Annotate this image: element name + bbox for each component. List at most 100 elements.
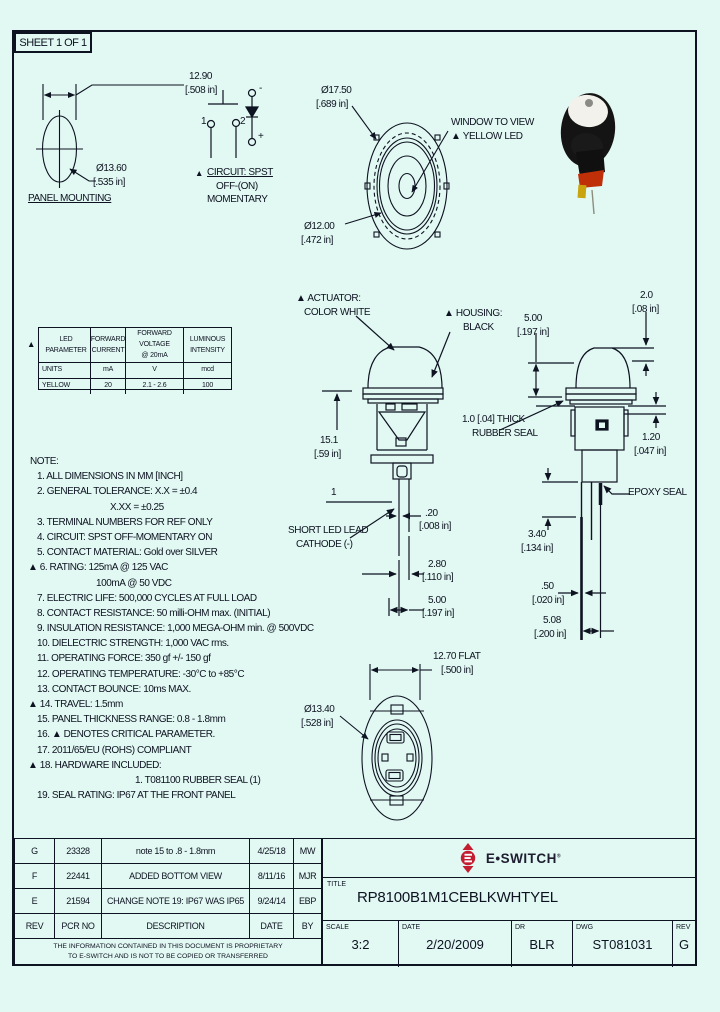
rubber-seal-label-1: 1.0 [.04] THICK bbox=[462, 414, 525, 425]
note-item: 10. DIELECTRIC STRENGTH: 1,000 VAC rms. bbox=[37, 638, 229, 650]
led-col-header-line: FORWARD VOLTAGE bbox=[137, 330, 172, 349]
note-item: ▲ 14. TRAVEL: 1.5mm bbox=[28, 699, 123, 710]
rev-letter: E bbox=[15, 889, 55, 913]
led-col-header: FORWARD VOLTAGE @ 20mA bbox=[126, 328, 184, 362]
plus-label: + bbox=[258, 131, 264, 142]
note-item: 9. INSULATION RESISTANCE: 1,000 MEGA-OHM… bbox=[37, 623, 314, 635]
rev-date: 8/11/16 bbox=[250, 864, 294, 888]
height-dim-mm: 15.1 bbox=[320, 435, 338, 446]
led-table-triangle-icon: ▲ bbox=[27, 339, 36, 349]
led-col-header: LED PARAMETER bbox=[39, 328, 91, 362]
led-cell: 20 bbox=[91, 378, 126, 394]
note-item: 100mA @ 50 VDC bbox=[96, 577, 172, 589]
led-cell: YELLOW bbox=[39, 378, 91, 394]
rev-pcr: 22441 bbox=[55, 864, 102, 888]
housing-label-1: ▲ HOUSING: bbox=[444, 308, 503, 319]
rev-header: BY bbox=[301, 921, 314, 931]
note-item: 1. T081100 RUBBER SEAL (1) bbox=[135, 774, 261, 786]
logo-row: E•SWITCH® bbox=[323, 839, 695, 878]
front-view-linework bbox=[322, 315, 451, 616]
side-view-linework bbox=[499, 312, 666, 640]
brand-text: E•SWITCH bbox=[485, 850, 557, 866]
drawn-by-cell: DR BLR bbox=[512, 921, 573, 967]
note-item: 19. SEAL RATING: IP67 AT THE FRONT PANEL bbox=[37, 790, 236, 802]
led-lead-w-in: [.020 in] bbox=[532, 595, 564, 606]
led-col-header-line: FORWARD bbox=[90, 335, 126, 343]
lead-span-in: [.197 in] bbox=[422, 608, 454, 619]
cathode-label-2: CATHODE (-) bbox=[296, 539, 353, 550]
rev-description: CHANGE NOTE 19: IP67 WAS IP65 bbox=[102, 889, 250, 913]
rev-value: G bbox=[678, 937, 690, 952]
revision-row: F 22441 ADDED BOTTOM VIEW 8/11/16 MJR bbox=[15, 864, 321, 889]
housing-label-2: BLACK bbox=[463, 322, 494, 333]
flat-dim-mm: 12.70 FLAT bbox=[433, 651, 481, 662]
cap-height-in: [.197 in] bbox=[517, 327, 549, 338]
note-item: 16. ▲ DENOTES CRITICAL PARAMETER. bbox=[37, 729, 215, 741]
rev-header: PCR NO bbox=[55, 914, 102, 938]
rev-pcr: 21594 bbox=[55, 889, 102, 913]
rev-label: REV bbox=[676, 924, 691, 931]
rev-header: DESCRIPTION bbox=[102, 914, 250, 938]
led-col-header-line: INTENSITY bbox=[190, 346, 225, 354]
circuit-caption-2: OFF-(ON) bbox=[216, 181, 258, 192]
cap-height-mm: 5.00 bbox=[524, 313, 542, 324]
revision-row: E 21594 CHANGE NOTE 19: IP67 WAS IP65 9/… bbox=[15, 889, 321, 914]
terminal-1-label: 1 bbox=[201, 116, 207, 127]
title-block: E•SWITCH® TITLE RP8100B1M1CEBLKWHTYEL SC… bbox=[322, 838, 695, 967]
critical-triangle-icon: ▲ bbox=[195, 168, 204, 178]
brand-name: E•SWITCH® bbox=[486, 851, 561, 866]
revision-table: G 23328 note 15 to .8 - 1.8mm 4/25/18 MW… bbox=[14, 838, 322, 966]
height-dim-in: [.59 in] bbox=[314, 449, 341, 460]
dr-label: DR bbox=[515, 924, 526, 931]
note-item: 12. OPERATING TEMPERATURE: -30°C to +85°… bbox=[37, 668, 245, 680]
circuit-linework bbox=[206, 88, 260, 158]
circuit-caption-3: MOMENTARY bbox=[207, 194, 268, 205]
note-item: ▲ 6. RATING: 125mA @ 125 VAC bbox=[28, 562, 168, 574]
note-item: 13. CONTACT BOUNCE: 10ms MAX. bbox=[37, 683, 191, 695]
note-item: 11. OPERATING FORCE: 350 gf +/- 150 gf bbox=[37, 653, 211, 665]
cap-step-mm: 2.0 bbox=[640, 290, 653, 301]
rev-pcr: 23328 bbox=[55, 839, 102, 863]
scale-value: 3:2 bbox=[351, 937, 370, 952]
lead-offset-mm: 5.08 bbox=[543, 615, 561, 626]
panel-mounting-linework bbox=[36, 84, 184, 188]
registered-mark: ® bbox=[556, 853, 562, 859]
cap-step-in: [.08 in] bbox=[632, 304, 659, 315]
lead-len-mm: 3.40 bbox=[528, 529, 546, 540]
led-col-header-line: LUMINOUS bbox=[189, 335, 226, 343]
actuator-label-2: COLOR WHITE bbox=[304, 307, 371, 318]
flat-dim-in: [.500 in] bbox=[441, 665, 473, 676]
scale-label: SCALE bbox=[326, 924, 349, 931]
rev-description: ADDED BOTTOM VIEW bbox=[102, 864, 250, 888]
rev-letter: G bbox=[15, 839, 55, 863]
panel-thk-mm: 1.20 bbox=[642, 432, 660, 443]
note-item: 7. ELECTRIC LIFE: 500,000 CYCLES AT FULL… bbox=[37, 592, 257, 604]
terminal-2-label: 2 bbox=[240, 116, 246, 127]
rubber-seal-label-2: RUBBER SEAL bbox=[472, 428, 538, 439]
led-cell: mA bbox=[91, 362, 126, 378]
lead-pitch-mm: 2.80 bbox=[428, 559, 446, 570]
note-item: 3. TERMINAL NUMBERS FOR REF ONLY bbox=[37, 516, 213, 528]
minus-label: - bbox=[259, 83, 262, 94]
sheet-number-box: SHEET 1 OF 1 bbox=[14, 32, 92, 53]
led-cell: mcd bbox=[201, 366, 214, 374]
panel-dia-mm: Ø13.60 bbox=[96, 163, 127, 174]
lead-pitch-in: [.110 in] bbox=[422, 572, 454, 583]
bottom-view-linework bbox=[339, 664, 433, 821]
cathode-label-1: SHORT LED LEAD bbox=[288, 525, 369, 536]
part-number-title: RP8100B1M1CEBLKWHTYEL bbox=[357, 889, 558, 906]
lead-offset-in: [.200 in] bbox=[534, 629, 566, 640]
window-label-1: WINDOW TO VIEW bbox=[451, 117, 534, 128]
lead-thk-mm: .20 bbox=[425, 508, 438, 519]
note-item: ▲ 18. HARDWARE INCLUDED: bbox=[28, 759, 162, 771]
topview-dia-outer-in: [.689 in] bbox=[316, 99, 348, 110]
note-item: X.XX = ±0.25 bbox=[110, 501, 164, 513]
panel-mounting-caption: PANEL MOUNTING bbox=[28, 193, 112, 204]
panel-width-in: [.508 in] bbox=[185, 85, 217, 96]
topview-dia-inner-mm: Ø12.00 bbox=[304, 221, 335, 232]
rev-by: MJR bbox=[298, 871, 317, 881]
rev-by: MW bbox=[299, 846, 316, 856]
note-item: 5. CONTACT MATERIAL: Gold over SILVER bbox=[37, 547, 218, 559]
